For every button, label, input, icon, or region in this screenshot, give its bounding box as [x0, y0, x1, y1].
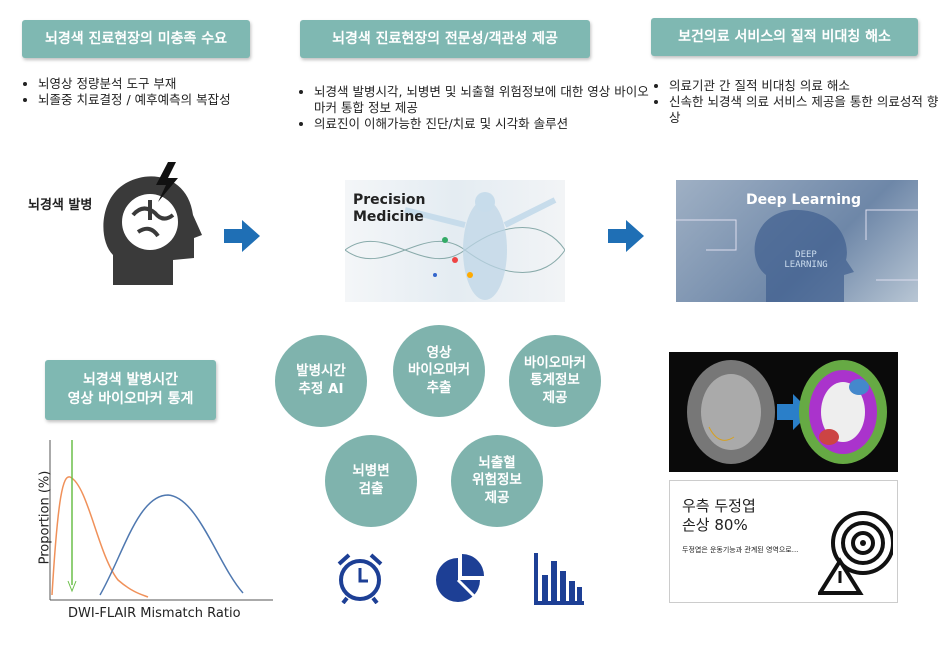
header-expertise: 뇌경색 진료현장의 전문성/객관성 제공	[300, 20, 590, 58]
precision-medicine-image: Precision Medicine	[345, 180, 565, 302]
circle-text: 검출	[358, 481, 384, 497]
bullet: 신속한 뇌경색 의료 서비스 제공을 통한 의료성적 향상	[669, 94, 939, 126]
brain-mri-image	[669, 352, 898, 472]
circle-text: 바이오마커	[523, 354, 587, 371]
circle-text: 발병시간	[296, 363, 346, 380]
circle-text: 통계정보	[530, 372, 580, 389]
header-label: 보건의료 서비스의 질적 비대칭 해소	[678, 28, 891, 45]
mri-segmentation-graphic	[687, 360, 887, 464]
card-desc: 두정엽은 운동기능과 관계된 영역으로...	[682, 546, 799, 554]
deep-learning-inner: DEEP LEARNING	[784, 250, 828, 270]
dna-figure-graphic	[345, 192, 565, 300]
arrow-right-icon	[608, 220, 644, 252]
chart-xlabel: DWI-FLAIR Mismatch Ratio	[68, 606, 241, 621]
circle-text: 뇌출혈	[478, 454, 516, 471]
stats-line1: 뇌경색 발병시간	[82, 372, 179, 389]
bullet: 뇌영상 정량분석 도구 부재	[38, 76, 298, 92]
orange-series-line	[51, 476, 149, 598]
bullets-1: 뇌영상 정량분석 도구 부재 뇌졸중 치료결정 / 예후예측의 복잡성	[24, 76, 298, 108]
arrow-right-icon	[224, 220, 260, 252]
stats-line2: 영상 바이오마커 통계	[67, 391, 194, 407]
blue-series-line	[99, 494, 244, 596]
pie-chart-icon	[436, 554, 484, 602]
circle-text: 추출	[426, 379, 452, 396]
circle-text: 제공	[484, 489, 510, 506]
bullet: 의료진이 이해가능한 진단/치료 및 시각화 솔루션	[314, 116, 654, 132]
bullets-2: 뇌경색 발병시각, 뇌병변 및 뇌출혈 위험정보에 대한 영상 바이오마커 통합…	[300, 84, 654, 132]
circle-text: 위험정보	[472, 472, 522, 489]
header-asymmetry: 보건의료 서비스의 질적 비대칭 해소	[651, 18, 918, 56]
radar-warning-icon	[818, 511, 893, 595]
alarm-clock-icon	[337, 553, 383, 604]
header-label: 뇌경색 진료현장의 미충족 수요	[44, 30, 228, 47]
chart-ylabel: Proportion (%)	[37, 470, 53, 565]
circle-text: 영상	[426, 344, 452, 361]
circle-text: 바이오마커	[407, 362, 471, 379]
bullet: 뇌경색 발병시각, 뇌병변 및 뇌출혈 위험정보에 대한 영상 바이오마커 통합…	[314, 84, 654, 116]
marker-arrowhead	[67, 580, 77, 593]
circle-text: 제공	[542, 389, 568, 406]
brain-head-icon	[103, 162, 202, 285]
precision-line1: Precision	[353, 192, 426, 208]
bullet: 의료기관 간 질적 비대칭 의료 해소	[669, 78, 939, 94]
deep-learning-image: Deep Learning DEEP LEARNING	[676, 180, 918, 302]
circuit-head-graphic	[676, 209, 918, 302]
circle-text: 추정 AI	[298, 381, 344, 397]
bar-chart-icon	[534, 553, 584, 605]
circle-text: 뇌병변	[352, 463, 390, 480]
stroke-label: 뇌경색 발병	[28, 198, 93, 213]
deep-learning-title: Deep Learning	[746, 192, 862, 208]
header-label: 뇌경색 진료현장의 전문성/객관성 제공	[332, 30, 558, 47]
precision-line2: Medicine	[353, 209, 424, 225]
bullet: 뇌졸중 치료결정 / 예후예측의 복잡성	[38, 92, 298, 108]
card-title2: 손상 80%	[682, 516, 748, 534]
distribution-chart	[49, 440, 273, 601]
card-title1: 우측 두정엽	[682, 497, 756, 515]
lesion-card: 우측 두정엽 손상 80% 두정엽은 운동기능과 관계된 영역으로...	[669, 480, 898, 603]
stats-box: 뇌경색 발병시간 영상 바이오마커 통계	[45, 360, 216, 420]
bullets-3: 의료기관 간 질적 비대칭 의료 해소 신속한 뇌경색 의료 서비스 제공을 통…	[655, 78, 939, 126]
header-unmet-needs: 뇌경색 진료현장의 미충족 수요	[22, 20, 250, 58]
